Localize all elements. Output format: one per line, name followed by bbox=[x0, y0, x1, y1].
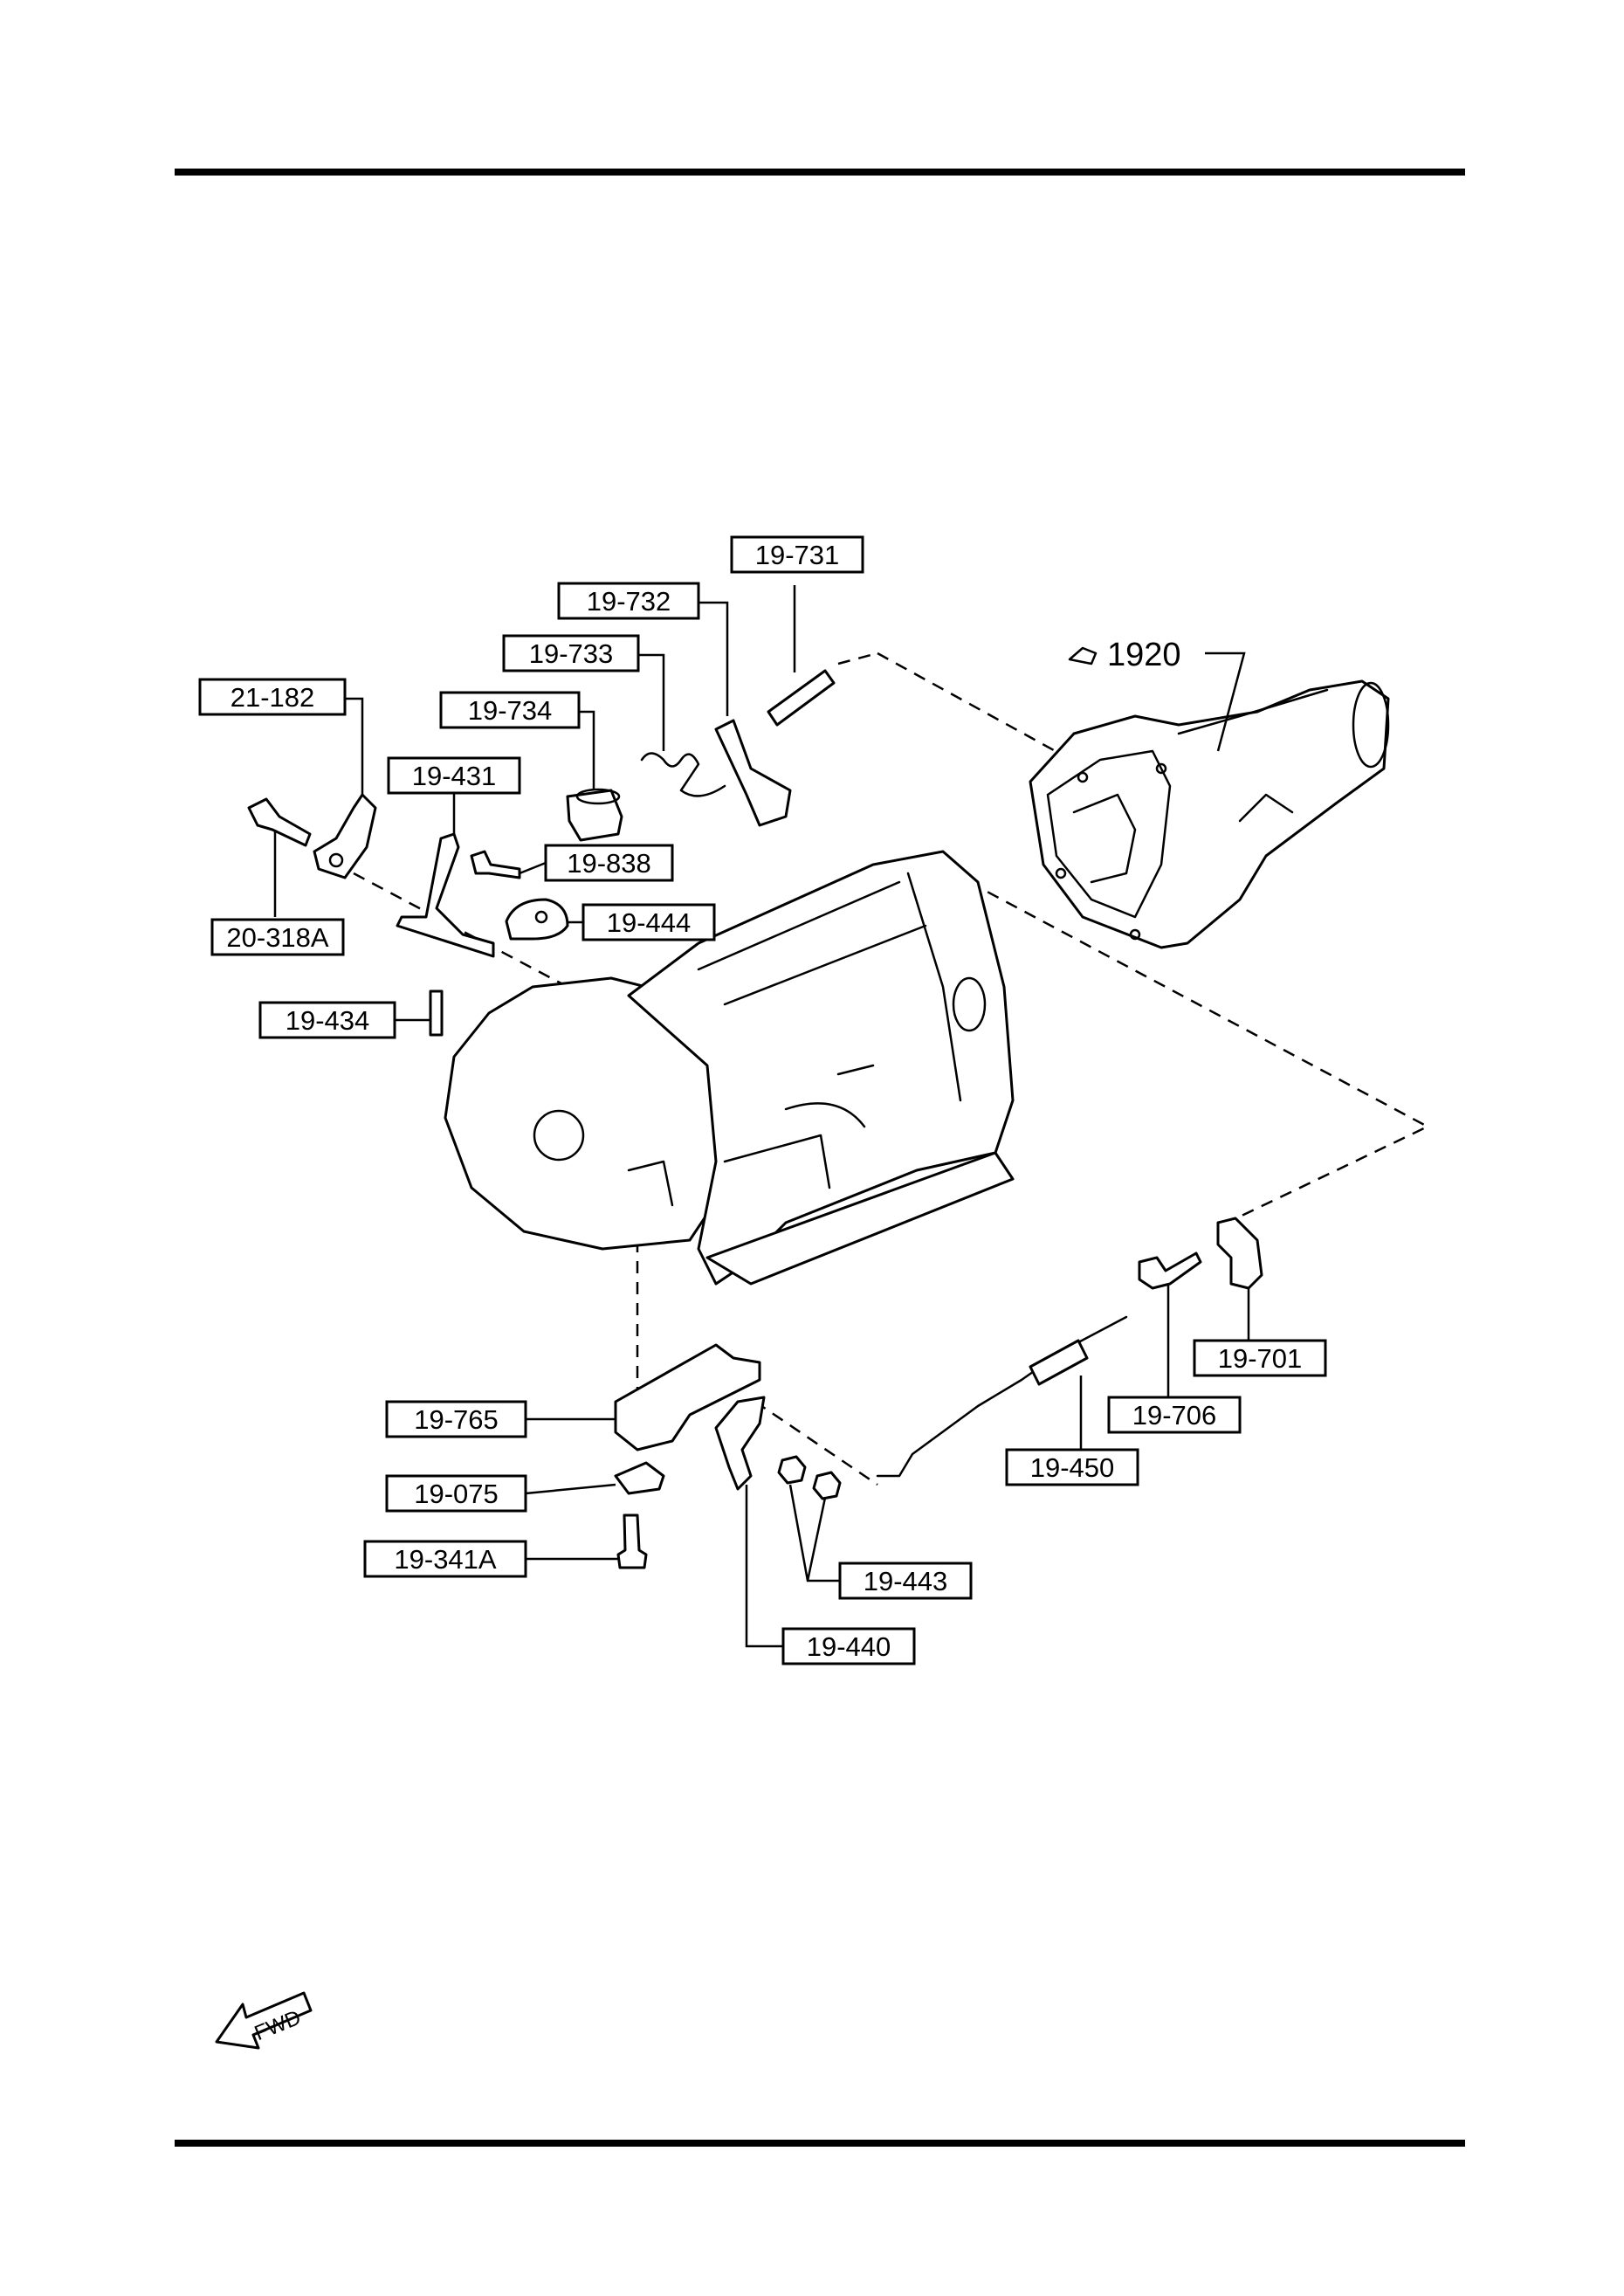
part-label-19-731: 19-731 bbox=[730, 535, 864, 574]
reference-group-number: 1920 bbox=[1107, 637, 1181, 673]
part-number: 19-731 bbox=[755, 540, 840, 570]
part-label-box bbox=[439, 691, 581, 729]
part-number: 19-706 bbox=[1132, 1400, 1217, 1431]
part-label-box bbox=[557, 582, 700, 620]
part-shapes bbox=[247, 669, 1263, 1569]
part-label-box bbox=[198, 678, 347, 716]
part-label-box bbox=[544, 844, 674, 882]
part-number: 19-733 bbox=[529, 638, 614, 669]
part-number: 19-444 bbox=[607, 907, 692, 938]
part-label-box bbox=[502, 634, 640, 672]
part-label-19-733: 19-733 bbox=[502, 634, 640, 672]
part-label-box bbox=[838, 1562, 973, 1600]
part-number: 19-732 bbox=[587, 586, 671, 617]
leader-lines bbox=[273, 585, 1250, 1648]
part-label-box bbox=[1107, 1396, 1242, 1434]
fwd-arrow: FWD bbox=[215, 1991, 313, 2050]
top-rule bbox=[175, 169, 1465, 176]
reference-icon bbox=[1068, 646, 1098, 665]
part-number: 19-450 bbox=[1030, 1452, 1115, 1483]
part-label-box bbox=[210, 918, 345, 956]
part-label-box bbox=[581, 903, 716, 941]
part-number: 19-075 bbox=[414, 1479, 499, 1509]
part-number: 19-838 bbox=[567, 848, 651, 879]
part-label-19-075: 19-075 bbox=[385, 1474, 527, 1513]
part-label-19-443: 19-443 bbox=[838, 1562, 973, 1600]
part-labels: 19-731 19-732 19-733 21-182 19-734 19-431 19-8… bbox=[198, 535, 1327, 1665]
reference-group: 1920 bbox=[1068, 637, 1181, 673]
extension-housing bbox=[1029, 679, 1390, 949]
part-label-box bbox=[385, 1474, 527, 1513]
part-label-box bbox=[258, 1001, 396, 1039]
part-label-box bbox=[363, 1540, 527, 1578]
part-number: 19-431 bbox=[412, 761, 497, 791]
part-label-21-182: 21-182 bbox=[198, 678, 347, 716]
part-number: 19-440 bbox=[807, 1631, 891, 1662]
part-number: 19-701 bbox=[1218, 1343, 1303, 1374]
part-number: 20-318A bbox=[226, 922, 329, 953]
part-label-19-431: 19-431 bbox=[387, 756, 521, 795]
part-label-box bbox=[387, 756, 521, 795]
transmission-case bbox=[444, 850, 1015, 1286]
part-label-19-450: 19-450 bbox=[1005, 1448, 1139, 1486]
part-label-box bbox=[781, 1627, 916, 1665]
part-label-19-838: 19-838 bbox=[544, 844, 674, 882]
part-number: 21-182 bbox=[231, 682, 315, 713]
part-label-box bbox=[1005, 1448, 1139, 1486]
part-label-19-734: 19-734 bbox=[439, 691, 581, 729]
part-label-19-341a: 19-341A bbox=[363, 1540, 527, 1578]
part-number: 19-341A bbox=[394, 1544, 497, 1575]
part-number: 19-765 bbox=[414, 1404, 499, 1435]
part-label-19-706: 19-706 bbox=[1107, 1396, 1242, 1434]
part-label-box bbox=[1193, 1339, 1327, 1377]
part-label-box bbox=[385, 1400, 527, 1438]
part-label-19-701: 19-701 bbox=[1193, 1339, 1327, 1377]
part-number: 19-443 bbox=[864, 1566, 948, 1596]
part-label-19-765: 19-765 bbox=[385, 1400, 527, 1438]
part-number: 19-434 bbox=[286, 1005, 370, 1036]
bottom-rule bbox=[175, 2140, 1465, 2147]
part-label-20-318a: 20-318A bbox=[210, 918, 345, 956]
part-label-19-444: 19-444 bbox=[581, 903, 716, 941]
part-label-box bbox=[730, 535, 864, 574]
part-label-19-434: 19-434 bbox=[258, 1001, 396, 1039]
part-label-19-440: 19-440 bbox=[781, 1627, 916, 1665]
part-number: 19-734 bbox=[468, 695, 553, 726]
part-label-19-732: 19-732 bbox=[557, 582, 700, 620]
